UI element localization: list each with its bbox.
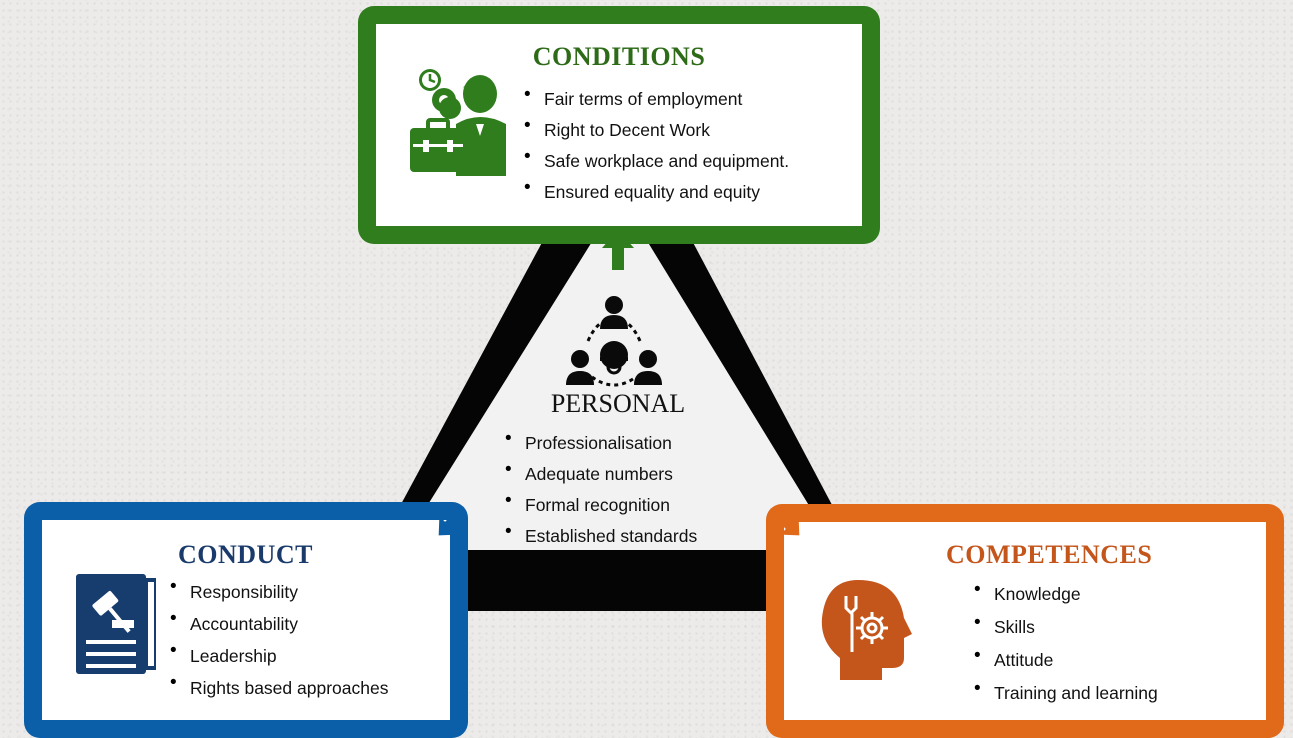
list-item: Right to Decent Work (524, 110, 789, 146)
conditions-title: CONDITIONS (532, 42, 706, 71)
head-gear-wrench-icon (818, 578, 914, 680)
list-item: Established standards (505, 516, 697, 552)
list-item: Skills (974, 606, 1158, 644)
list-item: Responsibility (170, 571, 388, 608)
list-item: Adequate numbers (505, 454, 697, 490)
law-book-gavel-icon (76, 574, 160, 674)
competences-title: COMPETENCES (946, 540, 1153, 569)
workers-briefcase-clock-icon (410, 64, 510, 176)
list-item: Attitude (974, 639, 1158, 677)
list-item: Leadership (170, 635, 388, 672)
conditions-list: Fair terms of employment Right to Decent… (524, 79, 789, 208)
list-item: Safe workplace and equipment. (524, 141, 789, 177)
conduct-title: CONDUCT (178, 540, 313, 569)
conditions-card: CONDITIONS Fair terms of emp (358, 6, 880, 244)
list-item: Professionalisation (505, 423, 697, 459)
competences-list: Knowledge Skills Attitude Training and l… (974, 573, 1158, 710)
list-item: Accountability (170, 603, 388, 640)
arrow-down-right-orange-icon (773, 509, 800, 536)
list-item: Fair terms of employment (524, 79, 789, 115)
competences-card: COMPETENCES Knowledge Skills Attitude Tr… (766, 504, 1284, 738)
team-network-gear-icon (566, 293, 662, 393)
list-item: Formal recognition (505, 485, 697, 521)
conduct-card: CONDUCT Responsibility Accountability Le… (24, 502, 468, 738)
list-item: Rights based approaches (170, 667, 389, 704)
arrow-up-green-icon (602, 230, 634, 270)
personal-title: PERSONAL (550, 389, 686, 418)
list-item: Knowledge (974, 573, 1158, 611)
arrow-down-left-blue-icon (438, 509, 465, 536)
personal-list: Professionalisation Adequate numbers For… (505, 423, 697, 552)
list-item: Ensured equality and equity (524, 172, 789, 208)
list-item: Training and learning (974, 672, 1158, 710)
conduct-list: Responsibility Accountability Leadership… (170, 571, 389, 704)
